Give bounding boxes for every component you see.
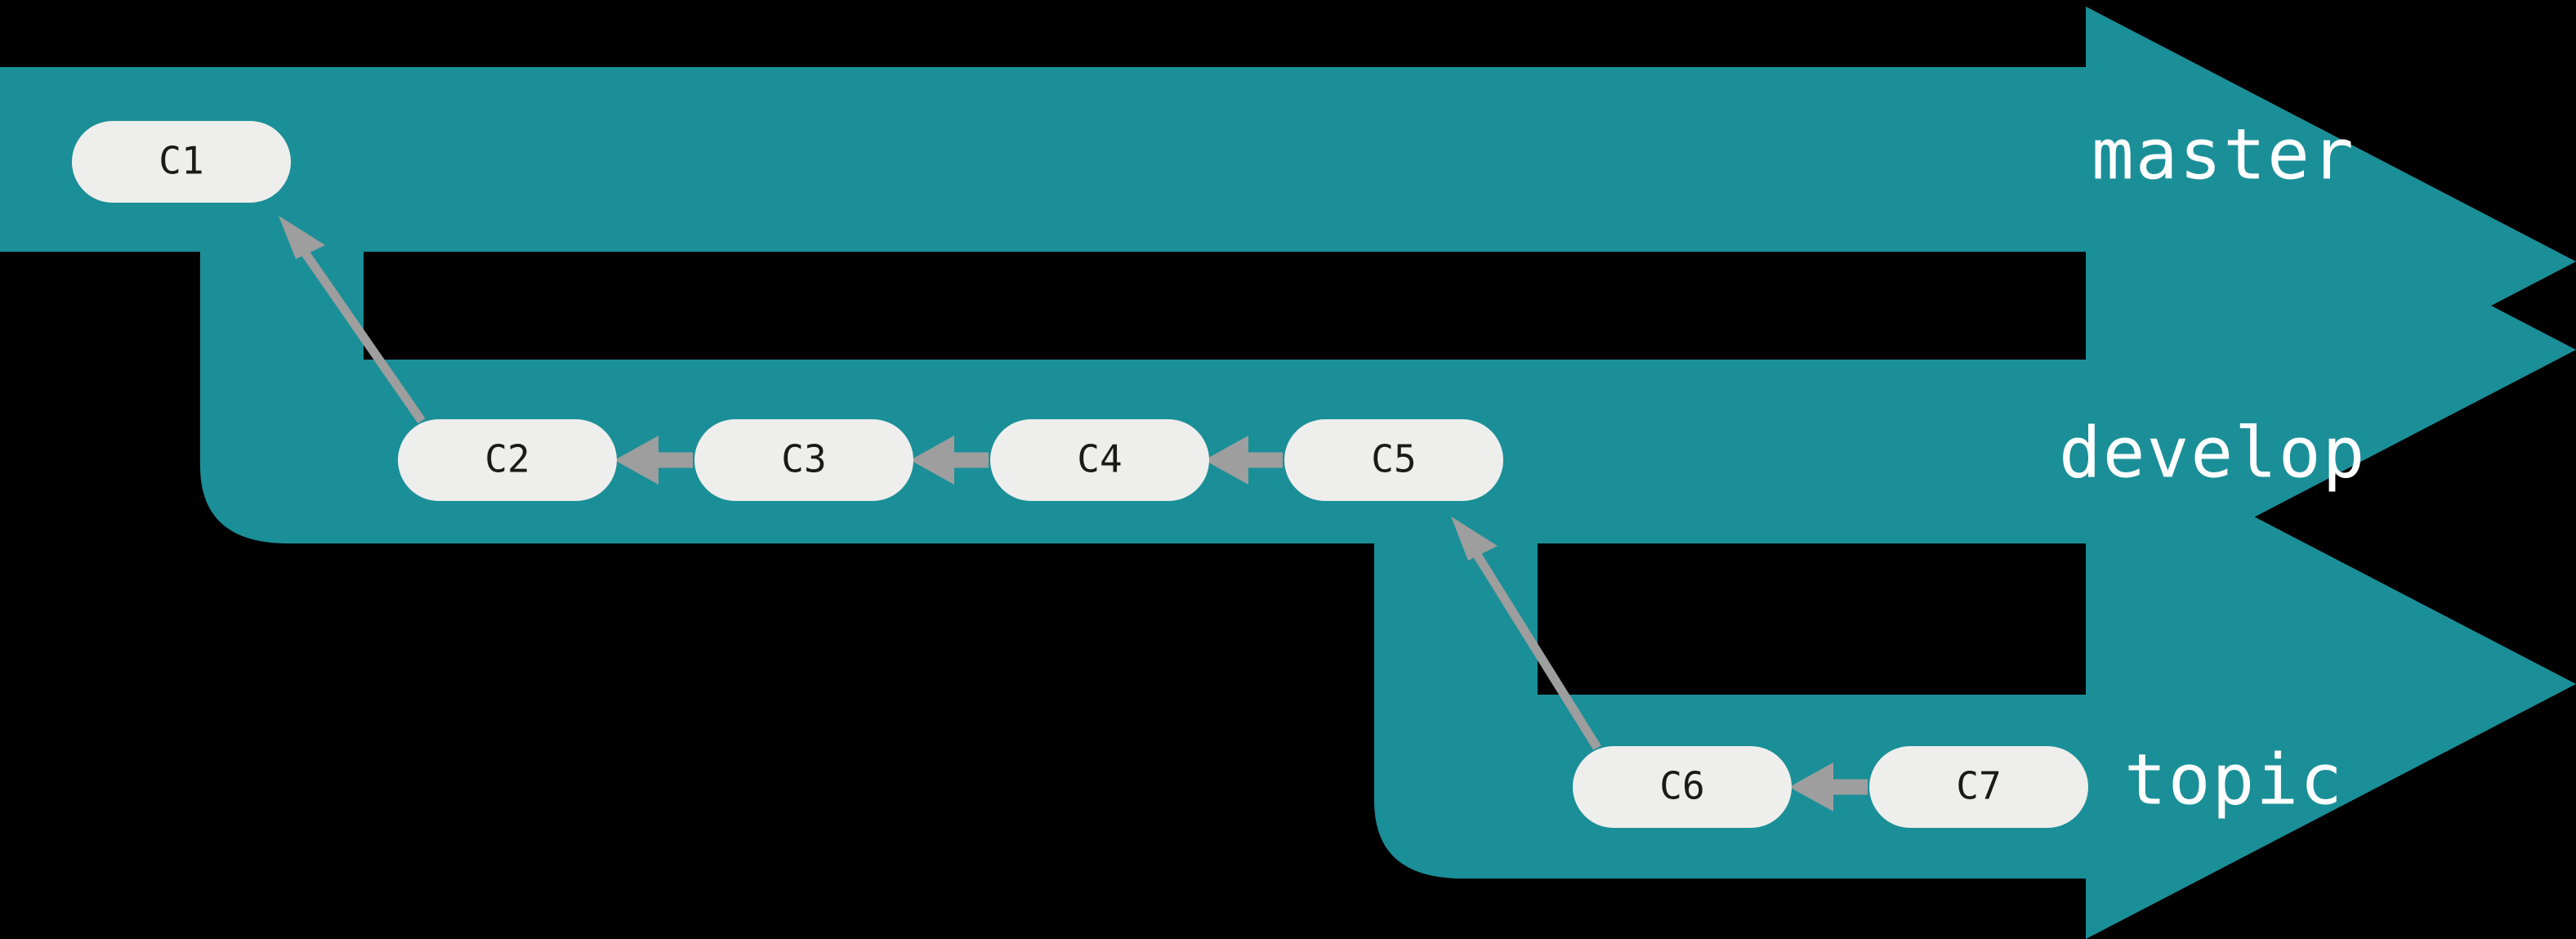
branch-label-master: master <box>2092 114 2355 195</box>
branch-labels: master develop topic <box>2059 114 2366 821</box>
commit-label-c4: C4 <box>1077 437 1122 481</box>
commit-label-c7: C7 <box>1956 764 2001 808</box>
arrowhead-c2-c1 <box>279 216 325 259</box>
link-c4-to-c3 <box>910 436 989 485</box>
arrowhead-c5-c4 <box>1204 436 1248 485</box>
arrowhead-c6-c5 <box>1451 516 1498 561</box>
commit-links <box>279 216 1868 812</box>
commit-label-c5: C5 <box>1371 437 1416 481</box>
link-c3-to-c2 <box>614 436 693 485</box>
commit-box-c5[interactable] <box>1284 419 1503 501</box>
commit-node-c7[interactable]: C7 <box>1869 746 2088 828</box>
commit-box-c3[interactable] <box>694 419 913 501</box>
commit-node-c1[interactable]: C1 <box>72 121 291 203</box>
commit-node-c6[interactable]: C6 <box>1573 746 1792 828</box>
lane-master <box>0 7 2576 516</box>
branch-label-topic: topic <box>2124 739 2344 821</box>
commit-box-c4[interactable] <box>990 419 1209 501</box>
commit-node-c2[interactable]: C2 <box>398 419 617 501</box>
commit-label-c1: C1 <box>158 139 203 183</box>
commit-label-c6: C6 <box>1659 764 1704 808</box>
commit-node-c5[interactable]: C5 <box>1284 419 1503 501</box>
branch-label-develop: develop <box>2059 412 2366 494</box>
commit-box-c6[interactable] <box>1573 746 1792 828</box>
link-c6-to-c5 <box>1451 516 1601 750</box>
link-c7-to-c6 <box>1789 762 1868 812</box>
commit-node-c3[interactable]: C3 <box>694 419 913 501</box>
arrowhead-c3-c2 <box>614 436 659 485</box>
arrowhead-c7-c6 <box>1789 762 1833 812</box>
commit-box-c1[interactable] <box>72 121 291 203</box>
commit-box-c2[interactable] <box>398 419 617 501</box>
commit-box-c7[interactable] <box>1869 746 2088 828</box>
commit-label-c3: C3 <box>781 437 826 481</box>
link-c5-to-c4 <box>1204 436 1283 485</box>
commit-label-c2: C2 <box>484 437 529 481</box>
link-c2-to-c1 <box>279 216 426 424</box>
commit-nodes: C1 C2 C3 C4 C5 C6 <box>72 121 2088 828</box>
arrowhead-c4-c3 <box>910 436 954 485</box>
commit-node-c4[interactable]: C4 <box>990 419 1209 501</box>
